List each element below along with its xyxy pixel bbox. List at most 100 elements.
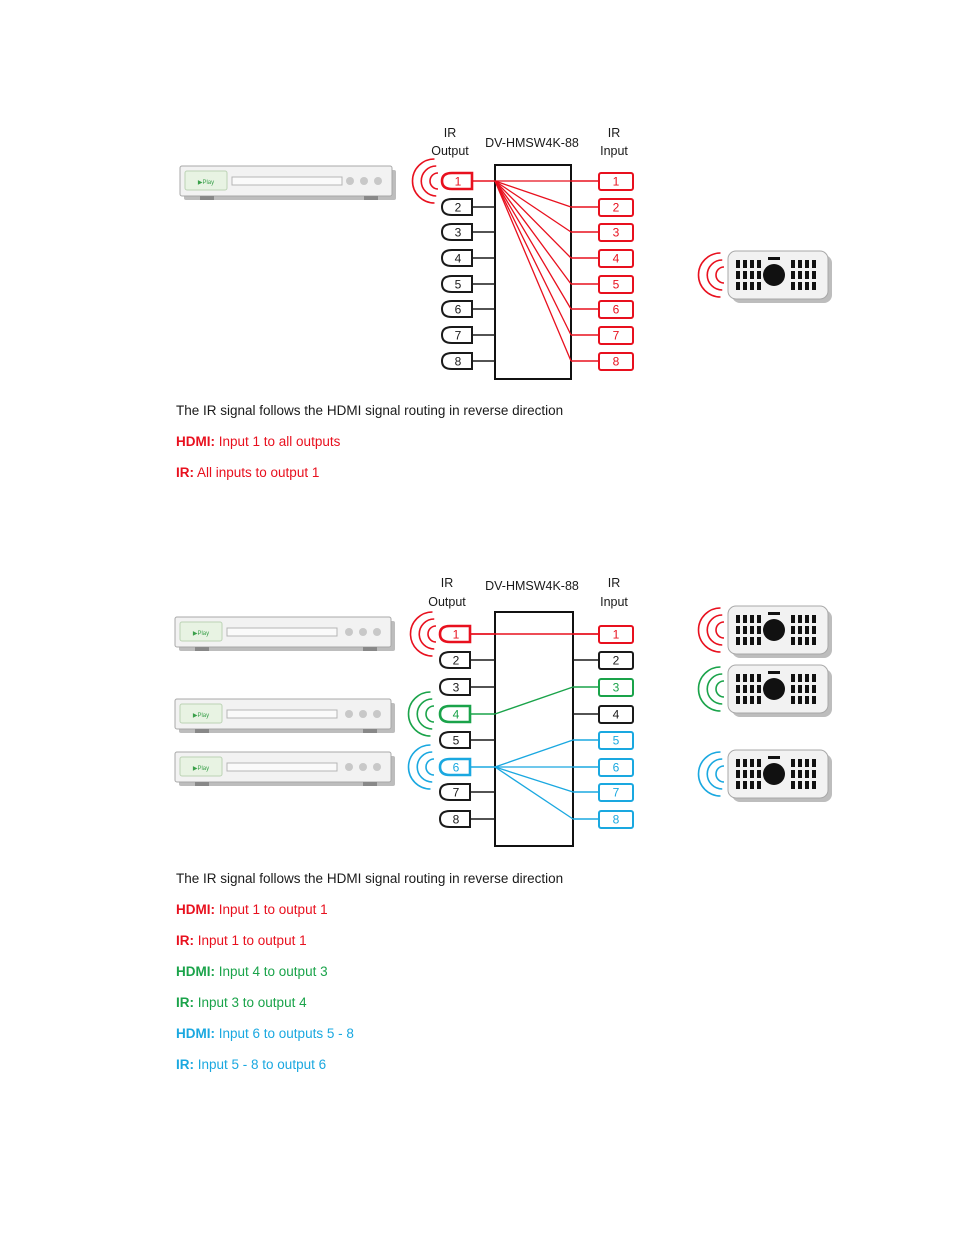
port-shape	[598, 223, 634, 242]
port-number: 5	[453, 734, 460, 748]
port-shape	[440, 249, 473, 267]
route-line	[494, 739, 574, 768]
remote-key	[812, 271, 816, 279]
player-button	[374, 177, 382, 185]
remote-key	[791, 260, 795, 268]
port-number: 3	[455, 226, 462, 240]
remote-icon	[697, 749, 832, 802]
port-number: 8	[455, 355, 462, 369]
remote-key	[805, 770, 809, 778]
caption-line: IR: Input 1 to output 1	[176, 933, 307, 948]
disc-tray	[226, 709, 338, 719]
switcher-label: DV-HMSW4K-88	[485, 136, 579, 150]
remote-key	[805, 282, 809, 290]
remote-key	[805, 271, 809, 279]
ir-input-port: 1	[598, 172, 634, 191]
ir-input-label: IR	[608, 126, 621, 140]
caption-keyword: HDMI:	[176, 434, 215, 449]
remote-key	[812, 781, 816, 789]
port-number: 3	[613, 681, 620, 695]
remote-key	[798, 674, 802, 682]
remote-key	[798, 626, 802, 634]
wave-arc	[409, 611, 433, 657]
caption-keyword: IR:	[176, 933, 194, 948]
port-number: 1	[613, 628, 620, 642]
port-number: 2	[455, 201, 462, 215]
wave-arc	[715, 765, 725, 783]
caption-keyword: IR:	[176, 1057, 194, 1072]
port-shape	[598, 249, 634, 268]
route-line	[494, 180, 572, 259]
player-foot	[363, 729, 377, 733]
remote-key	[736, 615, 740, 623]
remote-key	[736, 626, 740, 634]
port-number: 1	[455, 175, 462, 189]
remote-key	[750, 626, 754, 634]
switcher-box	[494, 611, 574, 847]
remote-key	[768, 257, 780, 260]
route-line	[494, 180, 572, 233]
remote-key	[791, 615, 795, 623]
caption-line: HDMI: Input 6 to outputs 5 - 8	[176, 1026, 354, 1041]
ir-output-label: Output	[431, 144, 469, 158]
player-foot	[195, 729, 209, 733]
port-shape	[598, 326, 634, 345]
ir-output-port: 6	[440, 300, 473, 318]
caption-text: All inputs to output 1	[194, 465, 320, 480]
player-button	[373, 710, 381, 718]
remote-key	[757, 626, 761, 634]
remote-key	[736, 781, 740, 789]
remote-key	[805, 615, 809, 623]
remote-icon	[697, 605, 832, 658]
ir-wave-icon	[409, 611, 437, 657]
ir-output-port: 3	[440, 223, 473, 241]
remote-key	[791, 770, 795, 778]
player-button	[346, 177, 354, 185]
wave-arc	[407, 744, 431, 790]
port-shape	[438, 704, 472, 724]
remote-key	[805, 759, 809, 767]
caption-line: The IR signal follows the HDMI signal ro…	[176, 403, 563, 418]
port-shape	[598, 651, 634, 670]
ir-input-port: 6	[598, 300, 634, 319]
remote-key	[812, 696, 816, 704]
remote-key	[798, 781, 802, 789]
ir-wave-icon	[411, 158, 439, 204]
port-number: 5	[613, 278, 620, 292]
remote-icon	[697, 664, 832, 717]
ir-input-port: 7	[598, 326, 634, 345]
ir-output-port: 3	[438, 678, 471, 696]
player-label: ▶Play	[198, 180, 214, 186]
remote-key	[750, 685, 754, 693]
remote-key	[791, 271, 795, 279]
port-shape	[598, 783, 634, 802]
port-number: 4	[613, 708, 620, 722]
caption-text: Input 3 to output 4	[194, 995, 307, 1010]
routing-lines	[494, 180, 572, 362]
remote-dpad	[763, 264, 785, 286]
output-connectors	[470, 633, 495, 820]
wave-arc	[416, 698, 433, 730]
port-number: 6	[455, 303, 462, 317]
remote-key	[743, 781, 747, 789]
player-label: ▶Play	[193, 766, 209, 772]
remote-key	[743, 260, 747, 268]
port-shape	[440, 352, 473, 370]
remote-key	[757, 685, 761, 693]
remote-key	[791, 759, 795, 767]
ir-input-port: 2	[598, 198, 634, 217]
remote-key	[736, 271, 740, 279]
remote-key	[798, 615, 802, 623]
wave-arc	[697, 666, 721, 712]
port-shape	[598, 172, 634, 191]
caption-keyword: IR:	[176, 995, 194, 1010]
switcher-label: DV-HMSW4K-88	[485, 579, 579, 593]
remote-key	[791, 674, 795, 682]
wave-arc	[697, 252, 721, 298]
player-label: ▶Play	[193, 713, 209, 719]
port-shape	[438, 624, 472, 644]
player-button	[373, 628, 381, 636]
remote-key	[757, 282, 761, 290]
